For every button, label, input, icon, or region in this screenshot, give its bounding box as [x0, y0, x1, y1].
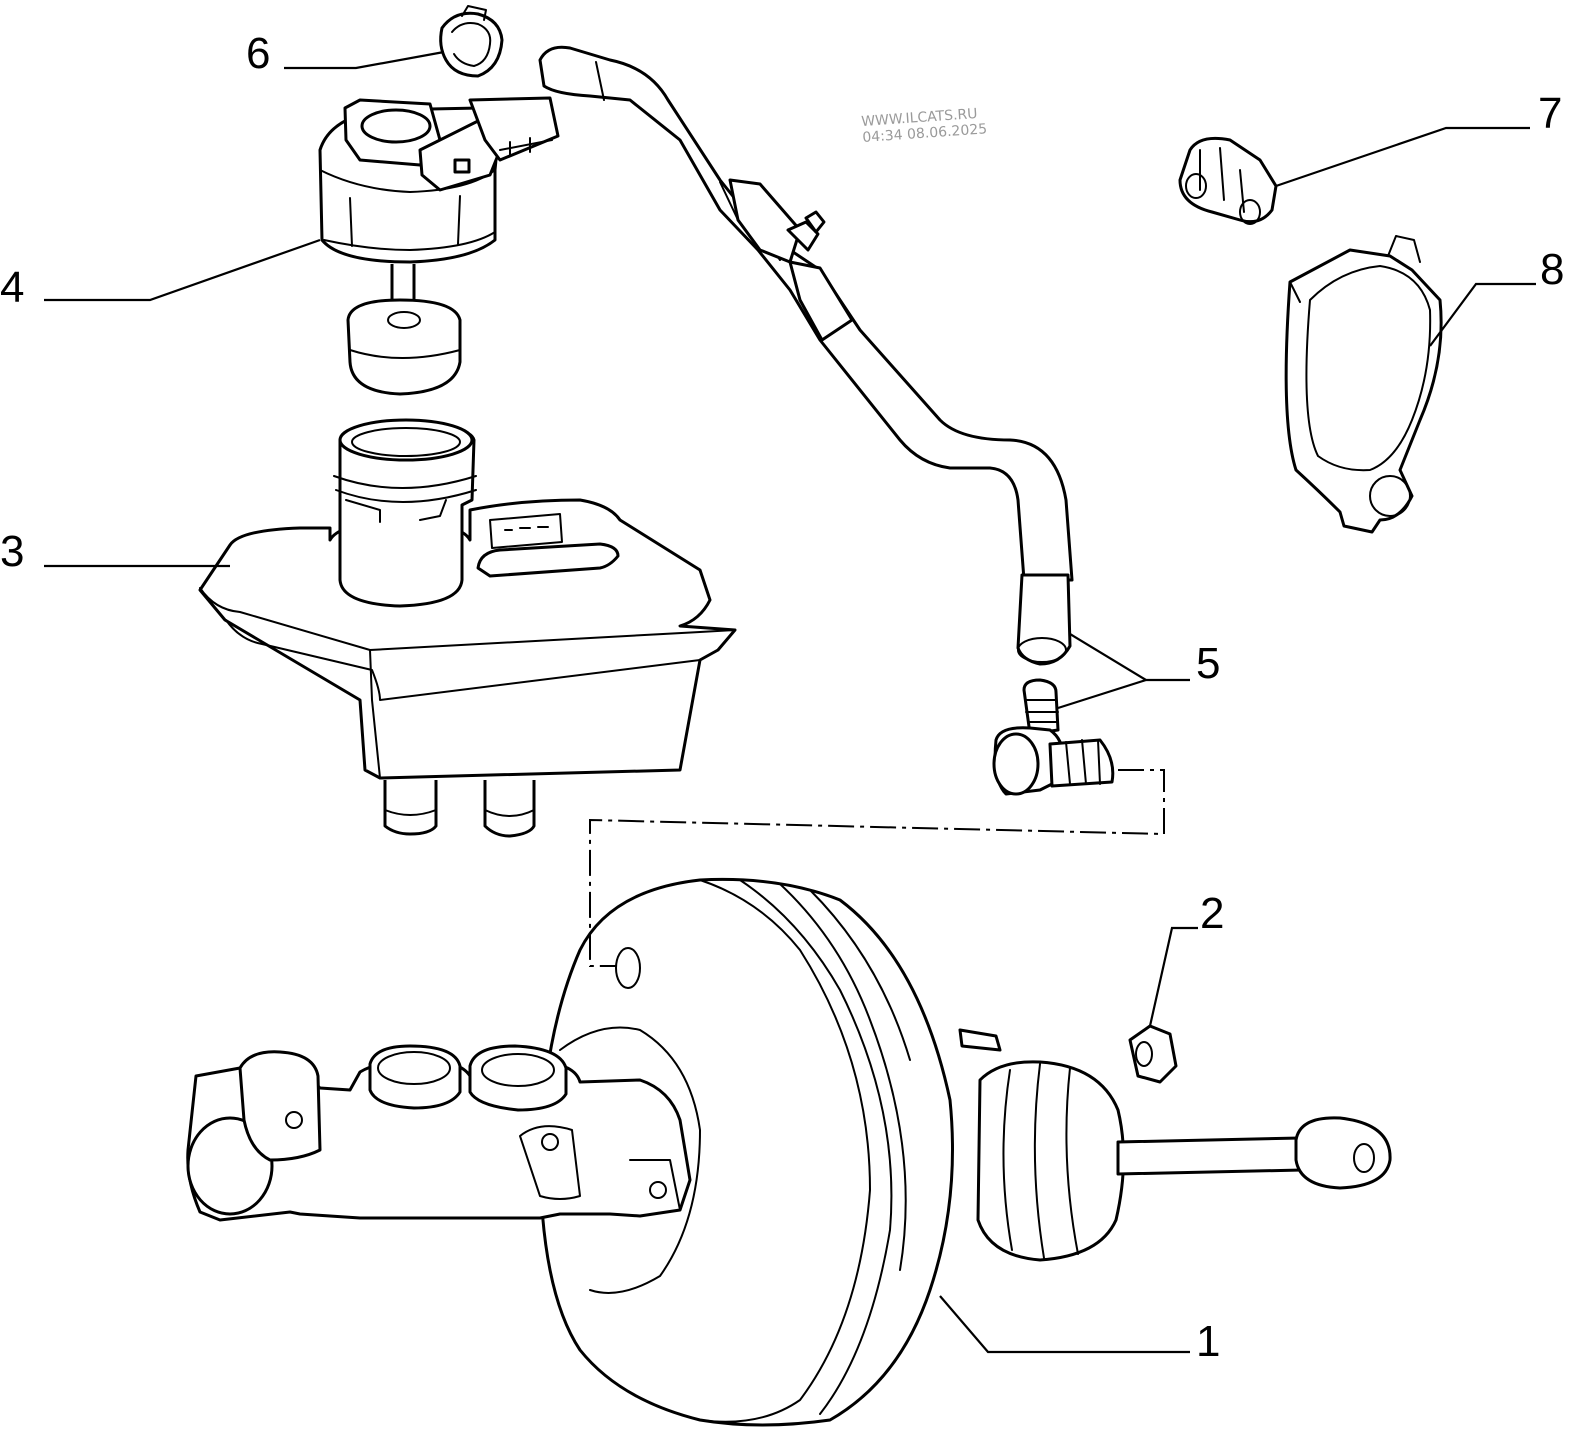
- callout-4: 4: [0, 263, 24, 312]
- callout-8: 8: [1540, 245, 1564, 294]
- brake-booster: [538, 877, 1392, 1427]
- reservoir-cap: [318, 96, 560, 396]
- clip: [1178, 136, 1278, 225]
- leader-2: [1148, 926, 1198, 1027]
- nut: [1128, 1024, 1178, 1084]
- bracket-clamp: [1284, 235, 1443, 534]
- leader-lines: [44, 50, 1536, 1354]
- callout-2: 2: [1200, 889, 1224, 938]
- watermark: WWW.ILCATS.RU 04:34 08.06.2025: [861, 106, 988, 146]
- leader-4: [44, 238, 321, 302]
- leader-8: [1429, 282, 1536, 347]
- callout-3: 3: [0, 527, 24, 576]
- leader-5b: [1057, 678, 1147, 710]
- leader-6: [284, 50, 445, 70]
- fluid-reservoir: [198, 418, 737, 838]
- leader-5a: [1069, 633, 1190, 682]
- callout-5: 5: [1196, 639, 1220, 688]
- elbow-connector: [992, 678, 1115, 796]
- callout-6: 6: [246, 29, 270, 78]
- callout-1: 1: [1196, 1317, 1220, 1366]
- leader-7: [1275, 126, 1530, 188]
- callout-7: 7: [1538, 89, 1562, 138]
- hose-clamp-small: [439, 5, 504, 78]
- vacuum-hose: [538, 45, 1074, 666]
- leader-1: [939, 1295, 1190, 1354]
- connection-line: [589, 769, 1165, 967]
- master-cylinder: [186, 1044, 692, 1222]
